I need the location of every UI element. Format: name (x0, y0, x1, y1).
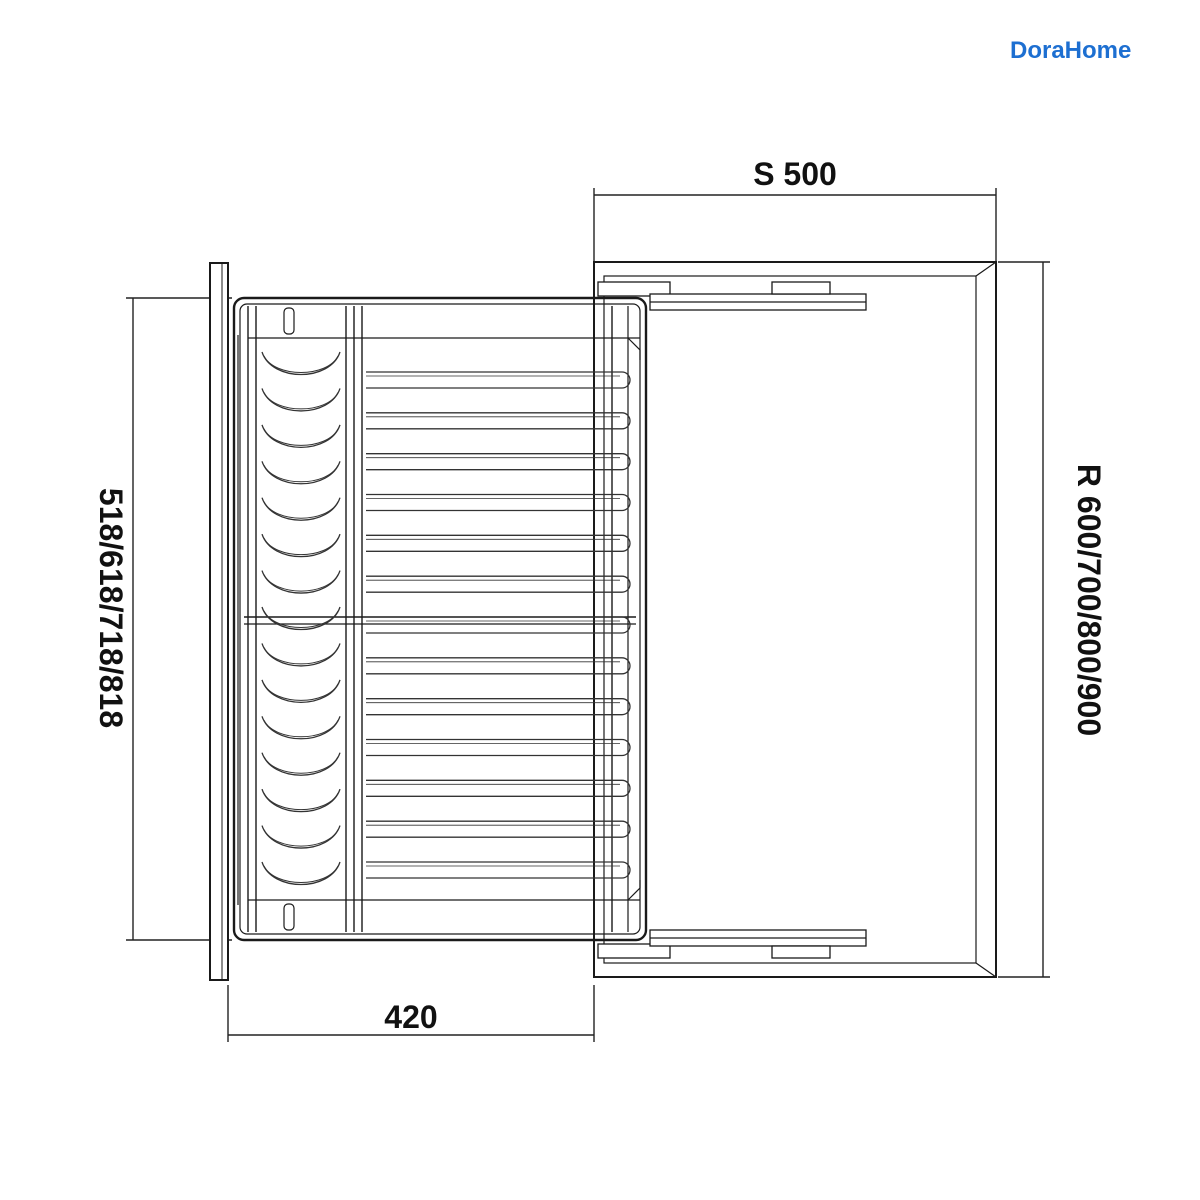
top-right-bracket (627, 337, 641, 360)
front-panel (209, 262, 229, 981)
plate-wire (261, 643, 341, 667)
plate-wire (261, 533, 341, 558)
tray-rail (366, 371, 631, 389)
tray-rail (366, 738, 631, 757)
bottom-dimension (227, 985, 595, 1042)
plate-wire-inner (263, 792, 339, 811)
right-dimension (998, 261, 1050, 978)
runner-bottom (597, 929, 867, 959)
bottom-right-bracket (627, 880, 641, 901)
tray-rail (366, 575, 631, 593)
plate-wire-inner (263, 392, 339, 410)
plate-wire-inner (263, 537, 339, 556)
tray-rail (366, 493, 631, 512)
plate-wire-inner (263, 428, 339, 446)
plate-wire-inner (263, 610, 339, 628)
plate-wire (261, 752, 341, 776)
top-clip (283, 307, 295, 335)
runner-bottom-clip (771, 945, 831, 959)
left-height-label: 518/618/718/818 (93, 488, 129, 728)
cabinet-inner-outline (603, 275, 977, 964)
tray-rail (366, 779, 631, 797)
plate-wire-inner (263, 720, 339, 738)
plate-wire-inner (263, 647, 339, 665)
tray-rail (366, 698, 631, 716)
cabinet-outline (593, 261, 997, 978)
svg-text:DoraHome: DoraHome (1010, 37, 1131, 64)
tray-rail (366, 412, 631, 430)
plate-wire-inner (263, 465, 339, 483)
plate-wire (261, 351, 341, 376)
plate-wire-inner (263, 574, 339, 592)
tray-rails (366, 371, 631, 879)
tray-rail (366, 820, 631, 838)
top-dimension (593, 188, 997, 262)
basket-outer-frame (232, 296, 648, 942)
plate-wire (261, 497, 341, 521)
plate-wire-inner (263, 756, 339, 774)
basket-inner-frame (239, 303, 641, 935)
plate-wire (261, 570, 341, 594)
runner-top-bracket (597, 281, 671, 297)
tray-rail (366, 453, 631, 471)
tray-rail (366, 534, 631, 552)
plate-wire (261, 388, 341, 412)
tray-rail (366, 616, 631, 634)
runner-top-clip (771, 281, 831, 295)
bottom-clip (283, 903, 295, 931)
plate-wires (261, 351, 341, 886)
tray-rail (366, 861, 631, 879)
plate-wire-inner (263, 865, 339, 883)
plate-wire-inner (263, 501, 339, 519)
bottom-width-label: 420 (384, 999, 437, 1035)
plate-wire-inner (263, 683, 339, 701)
tray-rail (366, 657, 631, 675)
runner-top (597, 281, 867, 311)
cabinet-corner-top (975, 261, 997, 277)
plate-wire (261, 861, 341, 886)
plate-wire (261, 679, 341, 704)
plate-wire (261, 825, 341, 849)
plate-wire (261, 716, 341, 740)
plate-wire-inner (263, 355, 339, 373)
runner-bottom-bracket (597, 943, 671, 959)
right-height-label: R 600/700/800/900 (1071, 464, 1107, 736)
plate-wire (261, 606, 341, 631)
cabinet-corner-bottom (975, 962, 997, 978)
plate-wire (261, 424, 341, 449)
plate-wire-inner (263, 829, 339, 847)
dorahome-logo: DoraHome (1010, 37, 1131, 64)
plate-wire (261, 461, 341, 485)
basket-frame (232, 296, 648, 942)
plate-wire (261, 788, 341, 813)
top-width-label: S 500 (753, 156, 837, 192)
cabinet-body (593, 261, 997, 978)
